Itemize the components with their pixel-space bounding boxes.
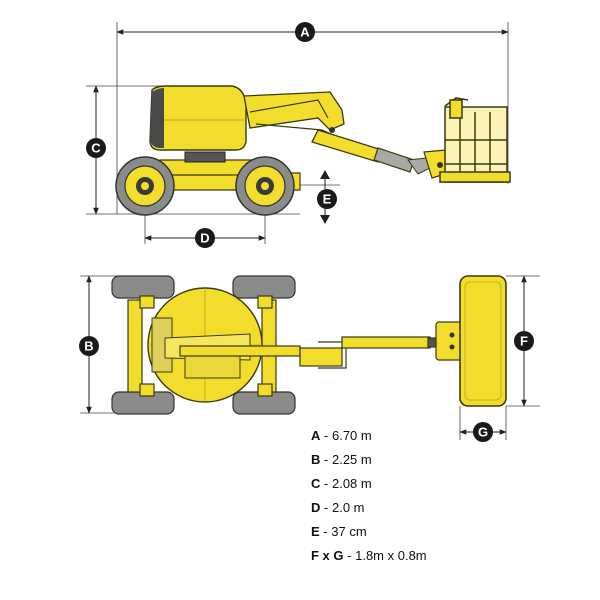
top-boom — [179, 336, 439, 369]
legend-separator: - — [347, 548, 352, 563]
side-view: A C D E — [86, 22, 511, 248]
legend-separator: - — [324, 476, 329, 491]
dimension-g-marker — [473, 422, 493, 442]
legend-separator: - — [324, 428, 329, 443]
legend-value: 6.70 m — [331, 428, 372, 443]
dimension-g: G — [459, 406, 507, 442]
legend-row-fg: F x G - 1.8m x 0.8m — [311, 544, 571, 568]
legend-row-e: E - 37 cm — [311, 520, 571, 544]
legend-row-b: B - 2.25 m — [311, 448, 571, 472]
dimension-c-label: C — [91, 141, 101, 156]
legend-separator: - — [324, 452, 329, 467]
dimension-c: C — [86, 85, 106, 215]
turret — [149, 85, 247, 151]
top-view: B F G — [79, 275, 540, 442]
dimension-a-marker — [295, 22, 315, 42]
legend-separator: - — [323, 524, 328, 539]
dimension-d: D — [144, 228, 266, 248]
upper-boom — [243, 91, 345, 139]
dimension-legend: A - 6.70 m B - 2.25 m C - 2.08 m D - 2.0… — [311, 424, 571, 568]
legend-key: C — [311, 476, 321, 491]
dimension-f: F — [506, 275, 540, 407]
legend-key: A — [311, 428, 321, 443]
dimension-b-marker — [79, 336, 99, 356]
dimension-b: B — [79, 275, 99, 414]
dimension-d-marker — [195, 228, 215, 248]
legend-row-d: D - 2.0 m — [311, 496, 571, 520]
top-turntable — [147, 287, 263, 403]
legend-value: 37 cm — [331, 524, 367, 539]
dimension-g-label: G — [478, 425, 488, 440]
legend-value: 2.25 m — [331, 452, 372, 467]
legend-value: 1.8m x 0.8m — [355, 548, 427, 563]
dimension-b-label: B — [84, 339, 93, 354]
dimension-f-marker — [514, 331, 534, 351]
top-platform — [435, 275, 507, 407]
platform-basket — [439, 97, 511, 183]
legend-key: D — [311, 500, 321, 515]
legend-value: 2.0 m — [331, 500, 365, 515]
dimension-d-label: D — [200, 231, 209, 246]
legend-key: E — [311, 524, 320, 539]
dimension-a-label: A — [300, 25, 310, 40]
legend-row-c: C - 2.08 m — [311, 472, 571, 496]
legend-key: B — [311, 452, 321, 467]
dimension-c-marker — [86, 138, 106, 158]
dimension-a: A — [116, 22, 509, 42]
main-boom — [311, 129, 435, 175]
front-wheel — [235, 156, 295, 216]
dimension-e: E — [317, 170, 337, 224]
legend-row-a: A - 6.70 m — [311, 424, 571, 448]
dimension-e-label: E — [323, 192, 332, 207]
dimension-f-label: F — [520, 334, 528, 349]
legend-key: F x G — [311, 548, 344, 563]
rear-wheel — [115, 156, 175, 216]
legend-value: 2.08 m — [331, 476, 372, 491]
dimension-e-marker — [317, 189, 337, 209]
legend-separator: - — [324, 500, 329, 515]
